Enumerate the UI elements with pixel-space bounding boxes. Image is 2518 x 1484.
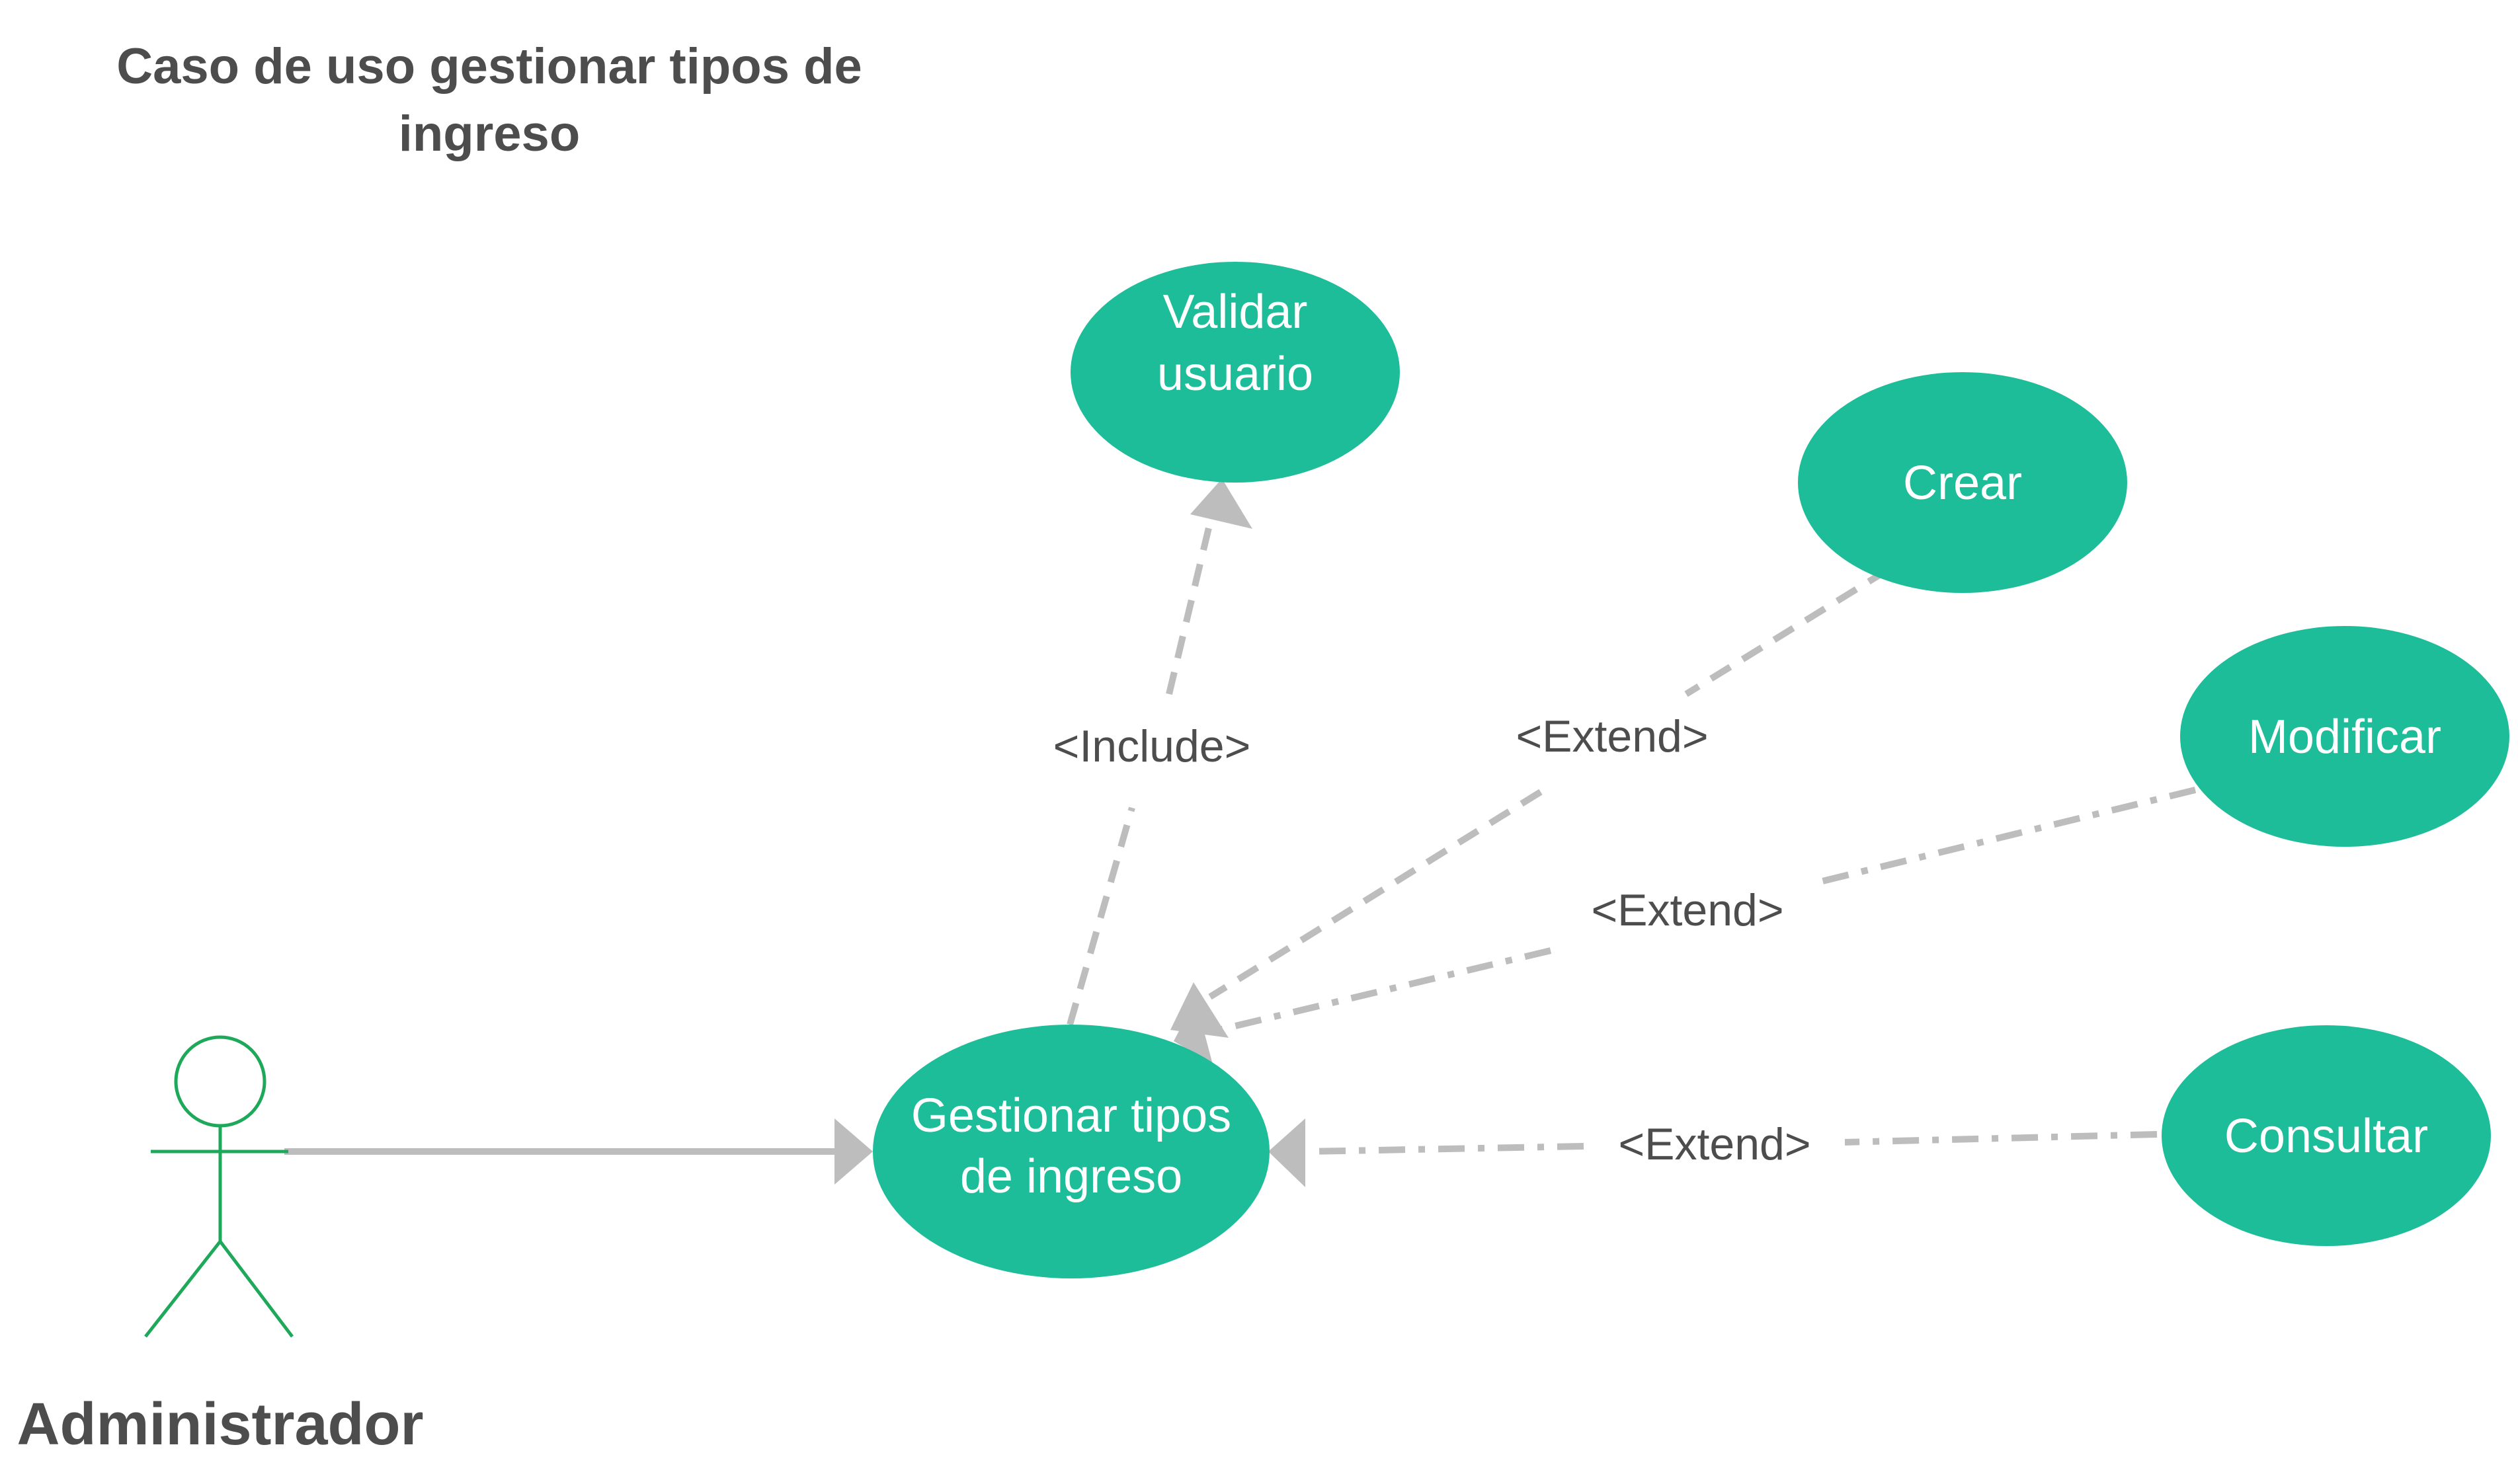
use-case-ellipse xyxy=(2180,626,2509,847)
use-case-modificar[interactable]: Modificar xyxy=(2180,626,2509,847)
use-case-label-line2: usuario xyxy=(1157,348,1313,401)
actor-left-leg xyxy=(144,1240,222,1338)
extend-consultar-label: <Extend> xyxy=(1618,1119,1810,1169)
extend-modificar-label: <Extend> xyxy=(1591,885,1783,935)
actor-administrador[interactable] xyxy=(144,1035,294,1338)
actor-head xyxy=(174,1035,266,1128)
use-case-ellipse xyxy=(1071,262,1400,483)
actor-right-leg xyxy=(219,1240,294,1338)
use-case-label-line1: Validar xyxy=(1163,286,1308,338)
use-case-crear[interactable]: Crear xyxy=(1798,372,2127,593)
extend-consultar-line-left xyxy=(1307,1143,1584,1155)
extend-crear-line-bottom xyxy=(1208,789,1543,1000)
use-case-consultar[interactable]: Consultar xyxy=(2162,1025,2491,1246)
use-case-ellipse xyxy=(873,1025,1270,1278)
extend-crear-label: <Extend> xyxy=(1516,711,1708,762)
use-case-label: Modificar xyxy=(2248,711,2441,763)
use-case-ellipse xyxy=(1798,372,2127,593)
extend-modificar-line-bottom xyxy=(1212,947,1552,1035)
diagram-title-line1: Caso de uso gestionar tipos de xyxy=(116,38,862,95)
use-case-label: Consultar xyxy=(2224,1110,2428,1163)
use-case-validar-usuario[interactable]: Validar usuario xyxy=(1071,262,1400,483)
use-case-label: Crear xyxy=(1903,457,2022,510)
association-arrowhead xyxy=(834,1118,873,1185)
include-label: <Include> xyxy=(1053,721,1251,771)
include-line-bottom xyxy=(1067,806,1135,1026)
use-case-label-line2: de ingreso xyxy=(960,1150,1182,1203)
extend-modificar-line-top xyxy=(1816,787,2197,886)
use-case-gestionar-tipos-de-ingreso[interactable]: Gestionar tipos de ingreso xyxy=(873,1025,1270,1278)
use-case-ellipse xyxy=(2162,1025,2491,1246)
extend-crear-line-top xyxy=(1684,566,1890,697)
include-arrowhead xyxy=(1190,479,1252,529)
actor-label: Administrador xyxy=(17,1391,423,1458)
diagram-title-line2: ingreso xyxy=(399,106,581,162)
use-case-label-line1: Gestionar tipos xyxy=(911,1089,1231,1142)
include-line-top xyxy=(1166,521,1213,695)
extend-consultar-line-right xyxy=(1844,1131,2158,1146)
extend-consultar-arrowhead xyxy=(1268,1118,1305,1187)
extend-modificar-arrowhead xyxy=(1174,999,1213,1064)
